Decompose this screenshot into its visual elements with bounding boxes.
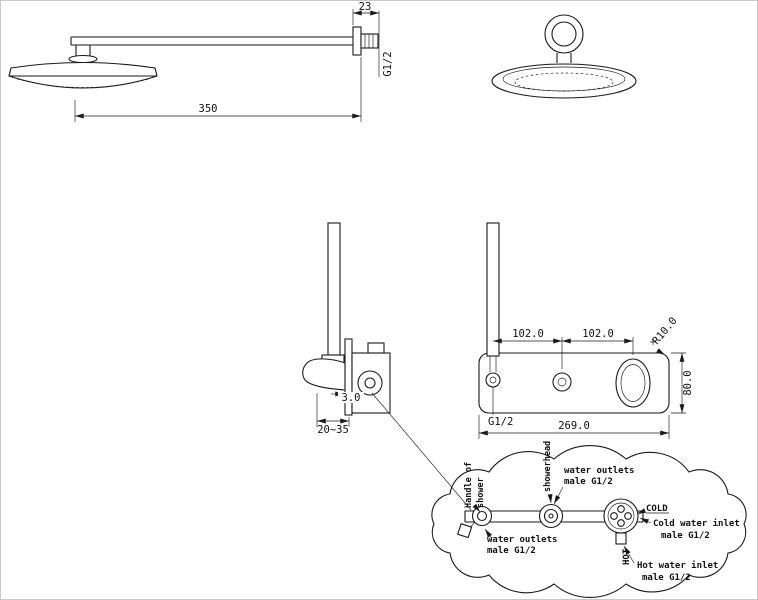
hot-inlet-label-line1: Hot water inlet	[637, 560, 718, 571]
arm-side-view: 23 G1/2 350	[8, 1, 394, 122]
cold-tag-label: COLD	[646, 504, 668, 514]
dim-stub-length-label: 23	[359, 1, 372, 13]
showerhead-label: showerhead	[543, 441, 553, 492]
threaded-stub	[360, 33, 379, 49]
panel-face-view: 102.0 102.0 R10.0 80.0 G1/2 269.0	[478, 222, 694, 439]
detail-callout: Handle of shower showerhead water outlet…	[371, 392, 747, 598]
dim-spacing-right-label: 102.0	[582, 328, 614, 340]
valve-side-view: 3.0 20~35	[302, 222, 391, 436]
dim-plate-3: 3.0	[331, 391, 364, 404]
shower-arm	[68, 36, 353, 64]
valve-stub	[367, 342, 385, 354]
panel-thread-callout: G1/2	[488, 387, 513, 428]
dim-arm-length-label: 350	[199, 103, 218, 115]
showerhead-profile	[8, 61, 158, 89]
cold-inlet-label-line2: male G1/2	[661, 531, 710, 541]
handle-escutcheon-oval	[615, 358, 651, 408]
dim-height-label: 80.0	[682, 370, 694, 395]
outlet-top-label-line1: water outlets	[564, 466, 634, 476]
hot-inlet-stub	[615, 532, 627, 545]
handle-label-line1: Handle of	[464, 462, 474, 508]
corner-radius-label: R10.0	[650, 315, 680, 347]
valve-cartridge-circle	[357, 370, 383, 396]
dim-wall-depth-label: 20~35	[317, 424, 349, 436]
shower-outlet-fitting	[485, 372, 501, 388]
wall-flange	[352, 26, 362, 56]
detail-showerhead-outlet	[538, 503, 564, 529]
showerhead-face	[491, 63, 637, 99]
outlet-bottom-label-line1: water outlets	[487, 535, 557, 545]
callout-leader-line	[371, 392, 472, 511]
dim-plate-thickness-label: 3.0	[342, 392, 361, 404]
handle-label-line2: shower	[476, 477, 486, 508]
mounting-ring	[544, 14, 584, 63]
riser-pipe-front	[486, 222, 500, 357]
riser-pipe-side	[327, 222, 341, 356]
dim-spacing-102: 102.0 102.0	[493, 328, 634, 369]
hot-tag-label: HOT	[622, 548, 632, 565]
dim-height-80: 80.0	[671, 352, 694, 414]
dim-width-269: 269.0	[478, 415, 670, 439]
detail-inlet-assembly	[603, 498, 639, 545]
corner-radius-callout: R10.0	[650, 315, 680, 356]
front-view-showerhead	[491, 14, 637, 99]
dim-spacing-left-label: 102.0	[512, 328, 544, 340]
center-fitting	[552, 372, 572, 392]
hot-inlet-label-line2: male G1/2	[642, 573, 691, 583]
arm-thread-label: G1/2	[382, 51, 394, 76]
dim-arm-350: 350	[74, 57, 362, 122]
outlet-top-label-line2: male G1/2	[564, 477, 613, 487]
dim-width-label: 269.0	[558, 420, 590, 432]
dim-wall-20-35: 20~35	[316, 393, 350, 436]
dim-stub-23: 23	[352, 1, 380, 77]
panel-thread-label: G1/2	[488, 416, 513, 428]
outlet-bottom-label-line2: male G1/2	[487, 546, 536, 556]
mixer-handle	[302, 358, 346, 391]
cold-inlet-label-line1: Cold water inlet	[653, 518, 740, 529]
